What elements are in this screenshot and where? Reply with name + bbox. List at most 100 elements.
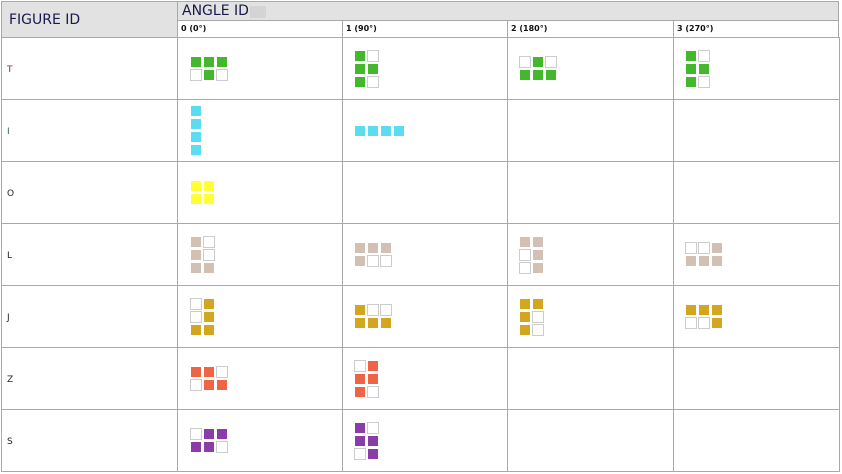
- tetromino-j-icon: [190, 298, 216, 337]
- block-square: [711, 317, 723, 329]
- tetromino-s-icon: [190, 428, 229, 454]
- block-square: [203, 69, 215, 81]
- block-square: [532, 69, 544, 81]
- block-square: [190, 180, 202, 192]
- block-square: [532, 249, 544, 261]
- block-square: [532, 298, 544, 310]
- block-square: [203, 379, 215, 391]
- angle-id-header: ANGLE ID: [177, 1, 839, 21]
- block-square: [698, 304, 710, 316]
- empty-square: [532, 324, 544, 336]
- block-square: [367, 63, 379, 75]
- rotation-cell: [177, 161, 343, 224]
- block-square: [685, 255, 697, 267]
- block-square: [190, 131, 202, 143]
- rotation-cell: [673, 409, 840, 472]
- angle-col-3-label: 3 (270°): [677, 24, 714, 33]
- empty-square: [380, 255, 392, 267]
- block-square: [354, 125, 366, 137]
- figure-id-cell: J: [1, 285, 178, 348]
- figure-id-label: S: [7, 437, 13, 447]
- block-square: [393, 125, 405, 137]
- rotation-cell: [673, 285, 840, 348]
- tetromino-l-icon: [685, 242, 724, 268]
- block-square: [190, 236, 202, 248]
- block-square: [354, 373, 366, 385]
- tetromino-t-icon: [354, 50, 380, 89]
- block-square: [367, 448, 379, 460]
- empty-square: [380, 304, 392, 316]
- empty-square: [367, 422, 379, 434]
- angle-col-0-header: 0 (0°): [177, 20, 343, 38]
- block-square: [711, 242, 723, 254]
- block-square: [711, 304, 723, 316]
- rotation-cell: [342, 161, 508, 224]
- figure-id-cell: S: [1, 409, 178, 472]
- block-square: [190, 262, 202, 274]
- block-square: [532, 262, 544, 274]
- block-square: [203, 428, 215, 440]
- empty-square: [216, 69, 228, 81]
- figure-id-cell: I: [1, 99, 178, 162]
- block-square: [354, 304, 366, 316]
- tetromino-j-icon: [354, 304, 393, 330]
- rotation-cell: [177, 37, 343, 100]
- block-square: [367, 360, 379, 372]
- block-square: [354, 435, 366, 447]
- figure-id-label: J: [7, 313, 10, 323]
- tetromino-t-icon: [190, 56, 229, 82]
- block-square: [216, 379, 228, 391]
- figure-id-cell: T: [1, 37, 178, 100]
- block-square: [367, 125, 379, 137]
- block-square: [190, 105, 202, 117]
- block-square: [532, 236, 544, 248]
- rotation-cell: [673, 99, 840, 162]
- rotation-cell: [507, 285, 674, 348]
- tetromino-t-icon: [519, 56, 558, 82]
- rotation-cell: [673, 37, 840, 100]
- empty-square: [190, 379, 202, 391]
- rotation-cell: [177, 99, 343, 162]
- empty-square: [367, 386, 379, 398]
- block-square: [203, 441, 215, 453]
- block-square: [685, 76, 697, 88]
- block-square: [380, 125, 392, 137]
- empty-square: [367, 255, 379, 267]
- block-square: [685, 63, 697, 75]
- tetromino-j-icon: [519, 298, 545, 337]
- tetromino-o-icon: [190, 180, 216, 206]
- block-square: [354, 386, 366, 398]
- block-square: [190, 144, 202, 156]
- figure-id-label: Z: [7, 375, 14, 385]
- empty-square: [190, 69, 202, 81]
- block-square: [367, 373, 379, 385]
- figure-id-label: T: [7, 65, 13, 75]
- block-square: [354, 242, 366, 254]
- empty-square: [216, 366, 228, 378]
- block-square: [698, 63, 710, 75]
- block-square: [532, 56, 544, 68]
- block-square: [190, 441, 202, 453]
- tetromino-i-icon: [354, 125, 406, 138]
- block-square: [545, 69, 557, 81]
- block-square: [367, 317, 379, 329]
- block-square: [203, 366, 215, 378]
- block-square: [190, 324, 202, 336]
- empty-square: [354, 360, 366, 372]
- block-square: [685, 304, 697, 316]
- rotation-cell: [342, 285, 508, 348]
- empty-square: [354, 448, 366, 460]
- figure-id-cell: L: [1, 223, 178, 286]
- block-square: [367, 242, 379, 254]
- tetromino-z-icon: [354, 360, 380, 399]
- block-square: [367, 435, 379, 447]
- tetromino-j-icon: [685, 304, 724, 330]
- block-square: [354, 50, 366, 62]
- tetromino-t-icon: [685, 50, 711, 89]
- angle-col-2-header: 2 (180°): [507, 20, 674, 38]
- block-square: [519, 69, 531, 81]
- rotation-cell: [342, 37, 508, 100]
- header-faded-mark: [250, 6, 266, 18]
- tetromino-l-icon: [190, 236, 216, 275]
